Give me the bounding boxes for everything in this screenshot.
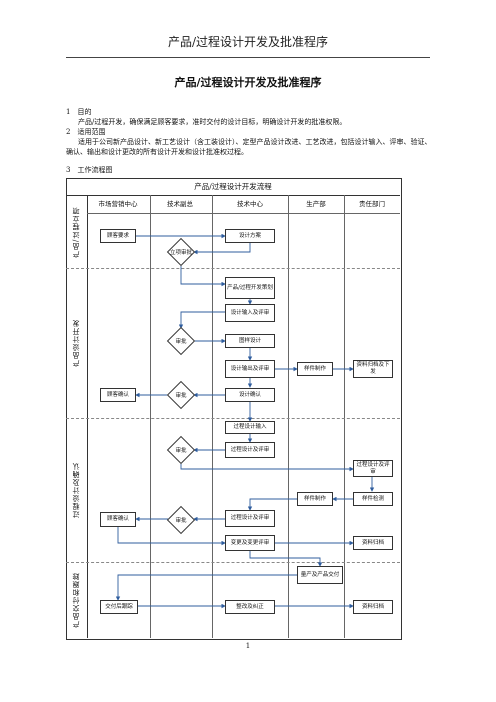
section-2-heading: 2 适用范围 — [66, 128, 106, 136]
header-divider — [66, 57, 430, 58]
decision-approval-1: 立项审批 — [166, 237, 196, 267]
phase-divider — [66, 562, 400, 563]
column-marketing: 市场营销中心 — [98, 200, 138, 208]
section-3-heading: 3 工作流程图 — [66, 166, 113, 174]
lane-divider — [288, 195, 289, 638]
phase-column-divider — [87, 195, 88, 638]
section-1-body: 产品/过程开发，确保满足顾客要求，准时交付的设计目标，明确设计开发的批准权限。 — [78, 118, 347, 126]
decision-label: 审批 — [175, 518, 187, 524]
page-header-title: 产品/过程设计开发及批准程序 — [167, 35, 329, 49]
flowchart-frame — [66, 178, 402, 640]
flowchart-title: 产品/过程设计开发流程 — [66, 178, 400, 196]
lane-divider — [344, 195, 345, 638]
node-after-delivery-tracking: 交付后跟踪 — [100, 600, 138, 614]
section-2-body: 适用于公司新产品设计、新工艺设计（含工装设计）、定型产品设计改进、工艺改进，包括… — [66, 138, 432, 156]
node-archive-2: 资料归档 — [353, 536, 393, 550]
node-dev-planning: 产品/过程开发策划 — [225, 277, 275, 299]
column-tech-center: 技术中心 — [237, 200, 263, 208]
decision-approval-5: 审批 — [166, 505, 196, 535]
node-customer-confirm-1: 顾客确认 — [100, 388, 136, 402]
decision-approval-3: 审批 — [166, 380, 196, 410]
decision-label: 审批 — [175, 393, 187, 399]
decision-approval-2: 审批 — [166, 326, 196, 356]
node-archive-issue: 资料归档及下发 — [353, 360, 393, 378]
node-design-confirm: 设计确认 — [225, 388, 275, 402]
section-1-heading: 1 目的 — [66, 108, 92, 116]
node-rectification: 整改及纠正 — [225, 600, 275, 614]
node-customer-requirement: 顾客要求 — [100, 229, 136, 243]
node-process-review-responsible: 过程设计及评审 — [353, 460, 393, 477]
node-sample-making-1: 样件制作 — [297, 362, 333, 376]
lane-divider — [150, 195, 151, 638]
node-mass-production-delivery: 量产及产品交付 — [297, 566, 343, 584]
decision-label: 立项审批 — [169, 250, 192, 256]
column-tech-vp: 技术副总 — [167, 200, 193, 208]
document-title: 产品/过程设计开发及批准程序 — [174, 76, 322, 89]
node-process-input: 过程设计输入 — [225, 421, 275, 434]
node-customer-confirm-2: 顾客确认 — [100, 512, 136, 527]
node-sample-making-2: 样件制作 — [297, 492, 333, 506]
node-design-plan: 设计方案 — [225, 229, 275, 243]
node-process-review-2: 过程设计及评审 — [225, 510, 275, 527]
lane-divider — [212, 195, 213, 638]
node-input-review: 设计输入及评审 — [225, 304, 275, 322]
decision-label: 审批 — [175, 448, 187, 454]
page-number: 1 — [245, 642, 251, 650]
phase-divider — [66, 268, 400, 269]
column-production: 生产部 — [306, 200, 326, 208]
decision-approval-4: 审批 — [166, 435, 196, 465]
header-row-divider — [87, 213, 400, 214]
column-responsible: 责任部门 — [359, 200, 385, 208]
node-drawing-design: 图样设计 — [225, 334, 275, 348]
node-sample-testing: 样件检测 — [353, 492, 393, 506]
node-change-review: 变更及变更评审 — [225, 535, 275, 551]
node-process-design-review: 过程设计及评审 — [225, 442, 275, 458]
decision-label: 审批 — [175, 339, 187, 345]
node-archive-3: 资料归档 — [353, 600, 393, 614]
node-output-review: 设计输出及评审 — [225, 360, 275, 378]
phase-divider — [66, 418, 400, 419]
